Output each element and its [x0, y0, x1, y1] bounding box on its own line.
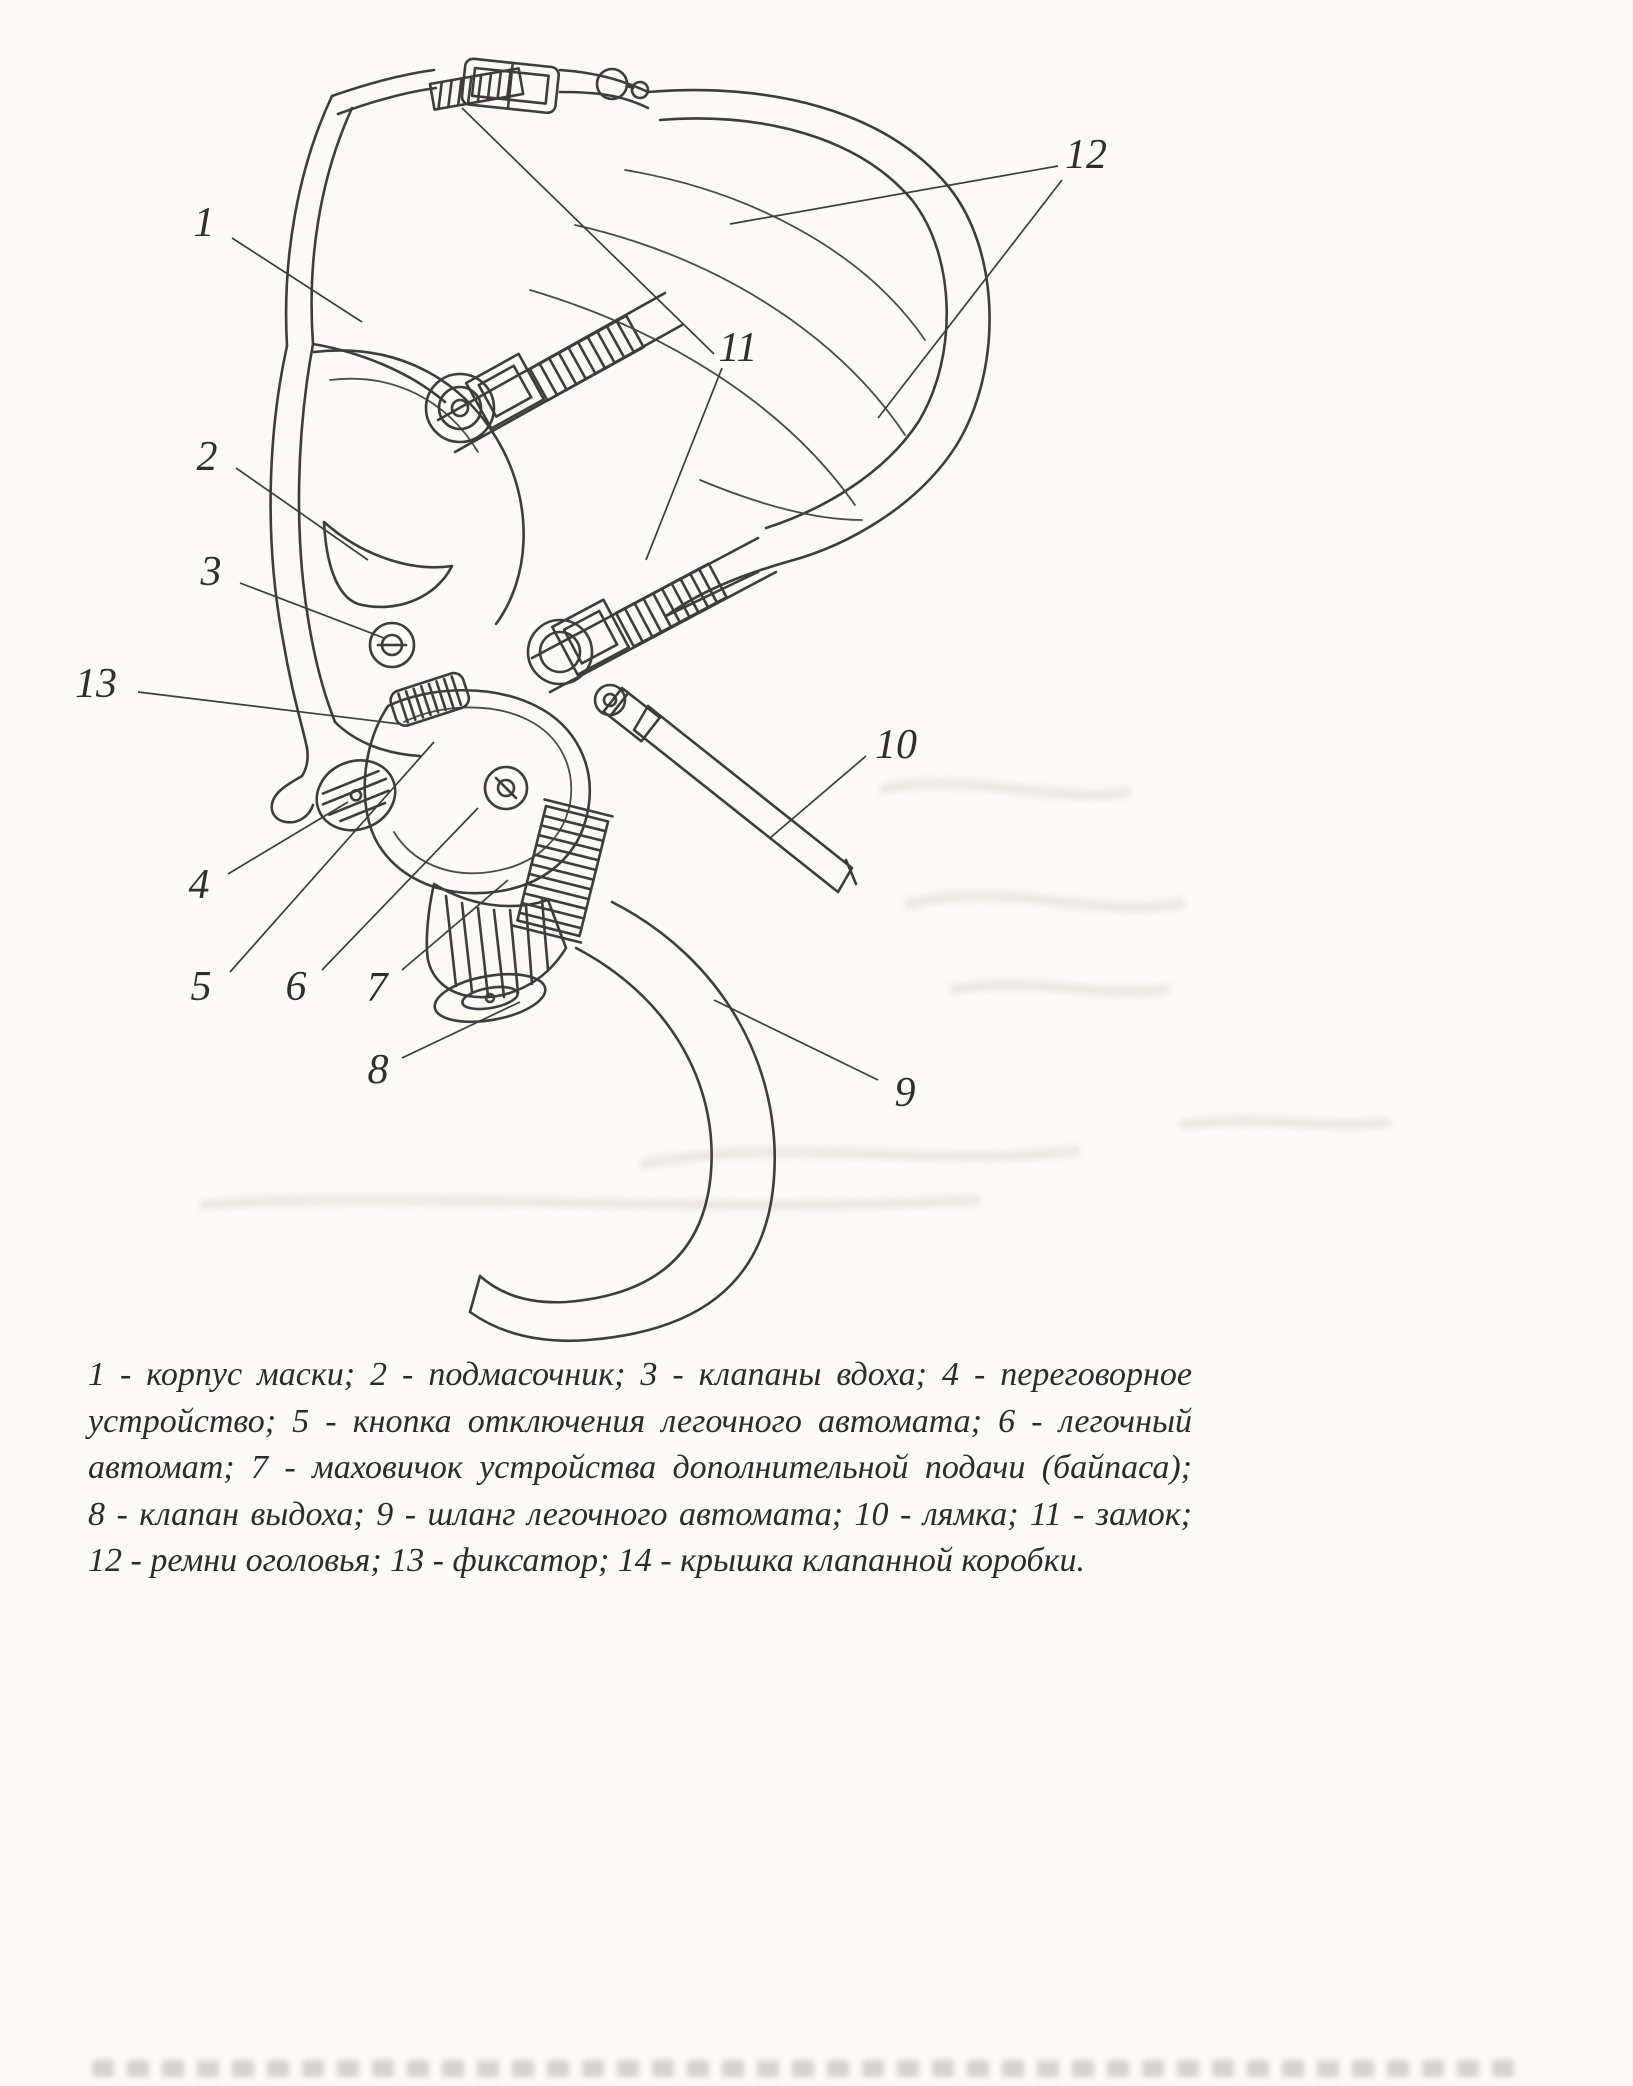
callout-9: 9: [895, 1070, 916, 1116]
leader-2: [235, 467, 369, 561]
leader-9: [713, 999, 879, 1081]
top-strap: [330, 68, 650, 116]
callout-3: 3: [200, 549, 222, 595]
center-screw: [483, 765, 529, 811]
leader-11a: [461, 107, 715, 355]
leader-10: [769, 755, 867, 839]
legend-line-1: 1 - корпус маски; 2 - подмасочник; 3 - к…: [88, 1356, 1192, 1393]
legend: 1 - корпус маски; 2 - подмасочник; 3 - к…: [88, 1352, 1192, 1585]
demand-valve: [315, 671, 614, 1024]
legend-line-5: 12 - ремни оголовья; 13 - фиксатор; 14 -…: [88, 1542, 1086, 1579]
mask-body: [269, 94, 525, 824]
leader-12a: [729, 165, 1059, 225]
leader-lines: [137, 107, 1063, 1081]
top-clasp-lock: [428, 57, 650, 115]
legend-line-3: автомат; 7 - маховичок устройства дополн…: [88, 1449, 1192, 1486]
speech-device: [315, 759, 397, 832]
visor-edge: [312, 349, 525, 626]
inner-mask: [322, 520, 454, 609]
callout-5: 5: [191, 964, 212, 1010]
callout-7: 7: [367, 965, 390, 1011]
leader-3: [239, 582, 385, 639]
exhale-valve-cover: [433, 972, 547, 1024]
leader-6: [321, 807, 479, 971]
callout-13: 13: [75, 661, 117, 707]
cropped-text-smudge: [92, 2060, 1522, 2077]
lower-strap-lock: [550, 598, 631, 676]
upper-strap-lock: [464, 352, 546, 430]
leader-4: [227, 801, 349, 875]
callout-4: 4: [189, 862, 210, 908]
callouts: 1 2 3 4 5 6 7 8 9 10 11 12 13: [75, 132, 1107, 1116]
callout-2: 2: [197, 434, 218, 480]
bypass-handwheel: [425, 882, 568, 999]
leader-13: [137, 691, 401, 725]
leader-1: [231, 237, 363, 323]
callout-10: 10: [875, 722, 917, 768]
callout-8: 8: [368, 1047, 389, 1093]
leader-8: [401, 1001, 521, 1059]
fixator-cap: [389, 671, 471, 727]
legend-line-4: 8 - клапан выдоха; 9 - шланг легочного а…: [88, 1495, 1192, 1533]
corrugated-coupling: [511, 798, 614, 944]
leader-5: [229, 741, 435, 973]
callout-6: 6: [286, 964, 307, 1010]
callout-11: 11: [719, 325, 758, 371]
legend-line-2: устройство; 5 - кнопка отключения легочн…: [88, 1402, 1192, 1440]
callout-12: 12: [1065, 132, 1107, 178]
leader-11b: [645, 367, 723, 561]
neck-strap: [632, 704, 858, 894]
strap-clamp: [602, 686, 662, 743]
lower-strap-adjuster: [526, 536, 778, 743]
callout-1: 1: [194, 200, 215, 246]
chin-hook: [270, 746, 315, 824]
inhale-valve: [368, 621, 416, 669]
breathing-hose: [468, 900, 777, 1343]
head-harness: [529, 88, 991, 618]
mask-diagram: 1 2 3 4 5 6 7 8 9 10 11 12 13: [75, 57, 1391, 1343]
leader-7: [401, 879, 509, 971]
leader-12b: [877, 179, 1063, 419]
upper-strap-adjuster: [424, 291, 684, 454]
scan-bleedthrough: [199, 778, 1391, 1210]
